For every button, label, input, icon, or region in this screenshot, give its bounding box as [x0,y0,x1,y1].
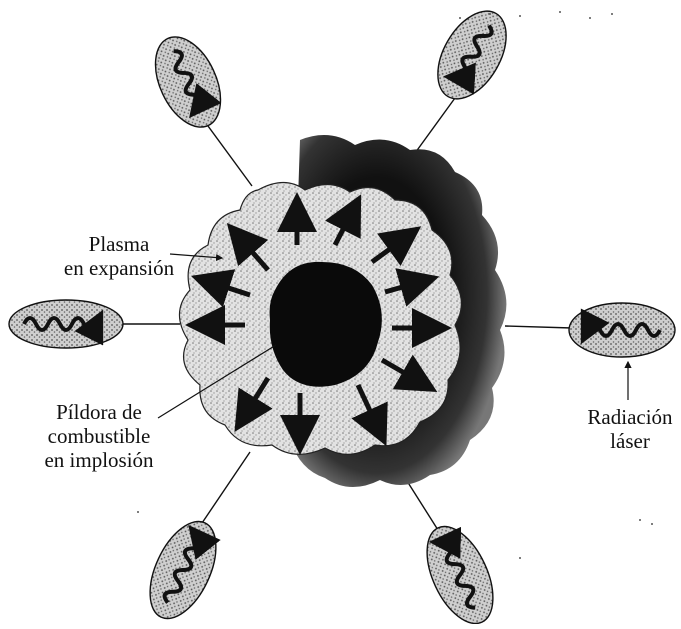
plasma-label: Plasma en expansión [34,232,204,280]
laser-beam-bottom-right [414,516,507,624]
laser-beam-right [569,303,675,357]
laser-beam-bottom-left [137,511,230,624]
plasma-label-line-1: Plasma [34,232,204,256]
pellet-label-line-2: combustible [8,424,190,448]
laser-beam-left [9,300,123,348]
pellet-label-line-3: en implosión [8,448,190,472]
laser-beam-top-left [142,27,233,138]
laser-label-line-2: láser [580,429,680,453]
pellet-label-line-1: Píldora de [8,400,190,424]
plasma-label-line-2: en expansión [34,256,204,280]
laser-label-line-1: Radiación [580,405,680,429]
laser-beam-top-right [424,0,520,111]
pellet-label: Píldora de combustible en implosión [8,400,190,472]
laser-label: Radiación láser [580,405,680,453]
